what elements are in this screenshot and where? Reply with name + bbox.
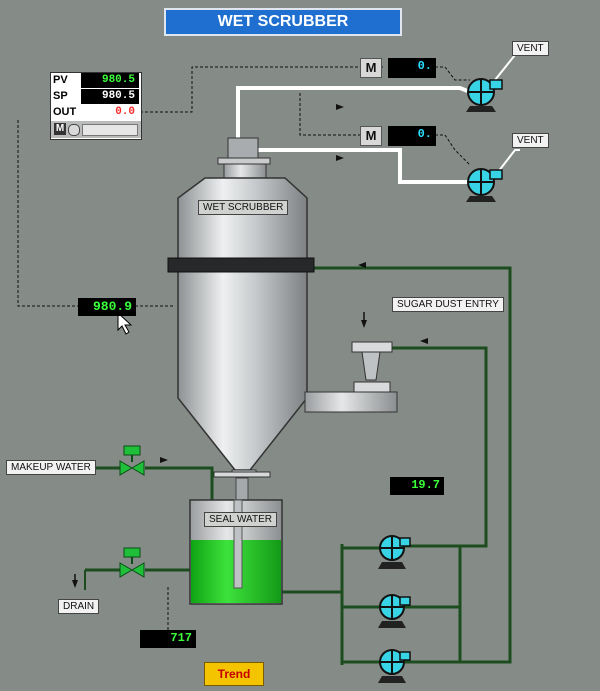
- pv-value: 980.5: [81, 73, 139, 88]
- sp-row[interactable]: SP 980.5: [51, 89, 141, 105]
- mode-bar: [82, 124, 138, 136]
- sugar-dust-chute: [304, 341, 398, 413]
- vent-1-label: VENT: [512, 41, 549, 56]
- sugar-dust-entry-label: SUGAR DUST ENTRY: [392, 297, 504, 312]
- scrubber-pressure-value[interactable]: 980.9: [78, 298, 136, 316]
- water-pipes: [85, 266, 512, 665]
- out-label: OUT: [53, 106, 77, 118]
- exhaust-fan-1[interactable]: [466, 78, 503, 112]
- recirc-pump-1[interactable]: [378, 535, 411, 569]
- fan-2-speed-value: 0.: [388, 126, 436, 146]
- makeup-water-label: MAKEUP WATER: [6, 460, 96, 475]
- recirc-pump-3[interactable]: [378, 649, 411, 683]
- drain-label: DRAIN: [58, 599, 100, 614]
- fan-1-speed-value: 0.: [388, 58, 436, 78]
- page-title: WET SCRUBBER: [164, 8, 402, 36]
- wet-scrubber-label: WET SCRUBBER: [198, 200, 289, 215]
- mode-button[interactable]: M: [54, 123, 66, 135]
- mouse-cursor-icon: [117, 311, 133, 335]
- seal-tank-level-value: 717: [140, 630, 196, 648]
- mode-row[interactable]: M: [51, 121, 141, 138]
- vent-2-label: VENT: [512, 133, 549, 148]
- exhaust-pipes: [236, 86, 471, 184]
- sp-value[interactable]: 980.5: [81, 89, 139, 104]
- pv-label: PV: [53, 74, 68, 86]
- exhaust-fan-2[interactable]: [466, 168, 503, 202]
- recirc-flow-value: 19.7: [390, 477, 444, 495]
- makeup-water-valve[interactable]: [119, 445, 145, 476]
- seal-water-label: SEAL WATER: [204, 512, 277, 527]
- wet-scrubber-vessel: [167, 177, 315, 501]
- recirc-pump-2[interactable]: [378, 594, 411, 628]
- out-value[interactable]: 0.0: [81, 105, 139, 120]
- out-row[interactable]: OUT 0.0: [51, 105, 141, 121]
- fan-2-motor-button[interactable]: M: [360, 126, 382, 146]
- flow-arrows: [72, 104, 428, 588]
- trend-button[interactable]: Trend: [204, 662, 264, 686]
- drain-valve[interactable]: [119, 547, 145, 578]
- pid-faceplate[interactable]: PV 980.5 SP 980.5 OUT 0.0 M: [50, 72, 142, 140]
- fan-1-motor-button[interactable]: M: [360, 58, 382, 78]
- mode-toggle-icon[interactable]: [68, 124, 80, 136]
- sp-label: SP: [53, 90, 68, 102]
- pv-row: PV 980.5: [51, 73, 141, 89]
